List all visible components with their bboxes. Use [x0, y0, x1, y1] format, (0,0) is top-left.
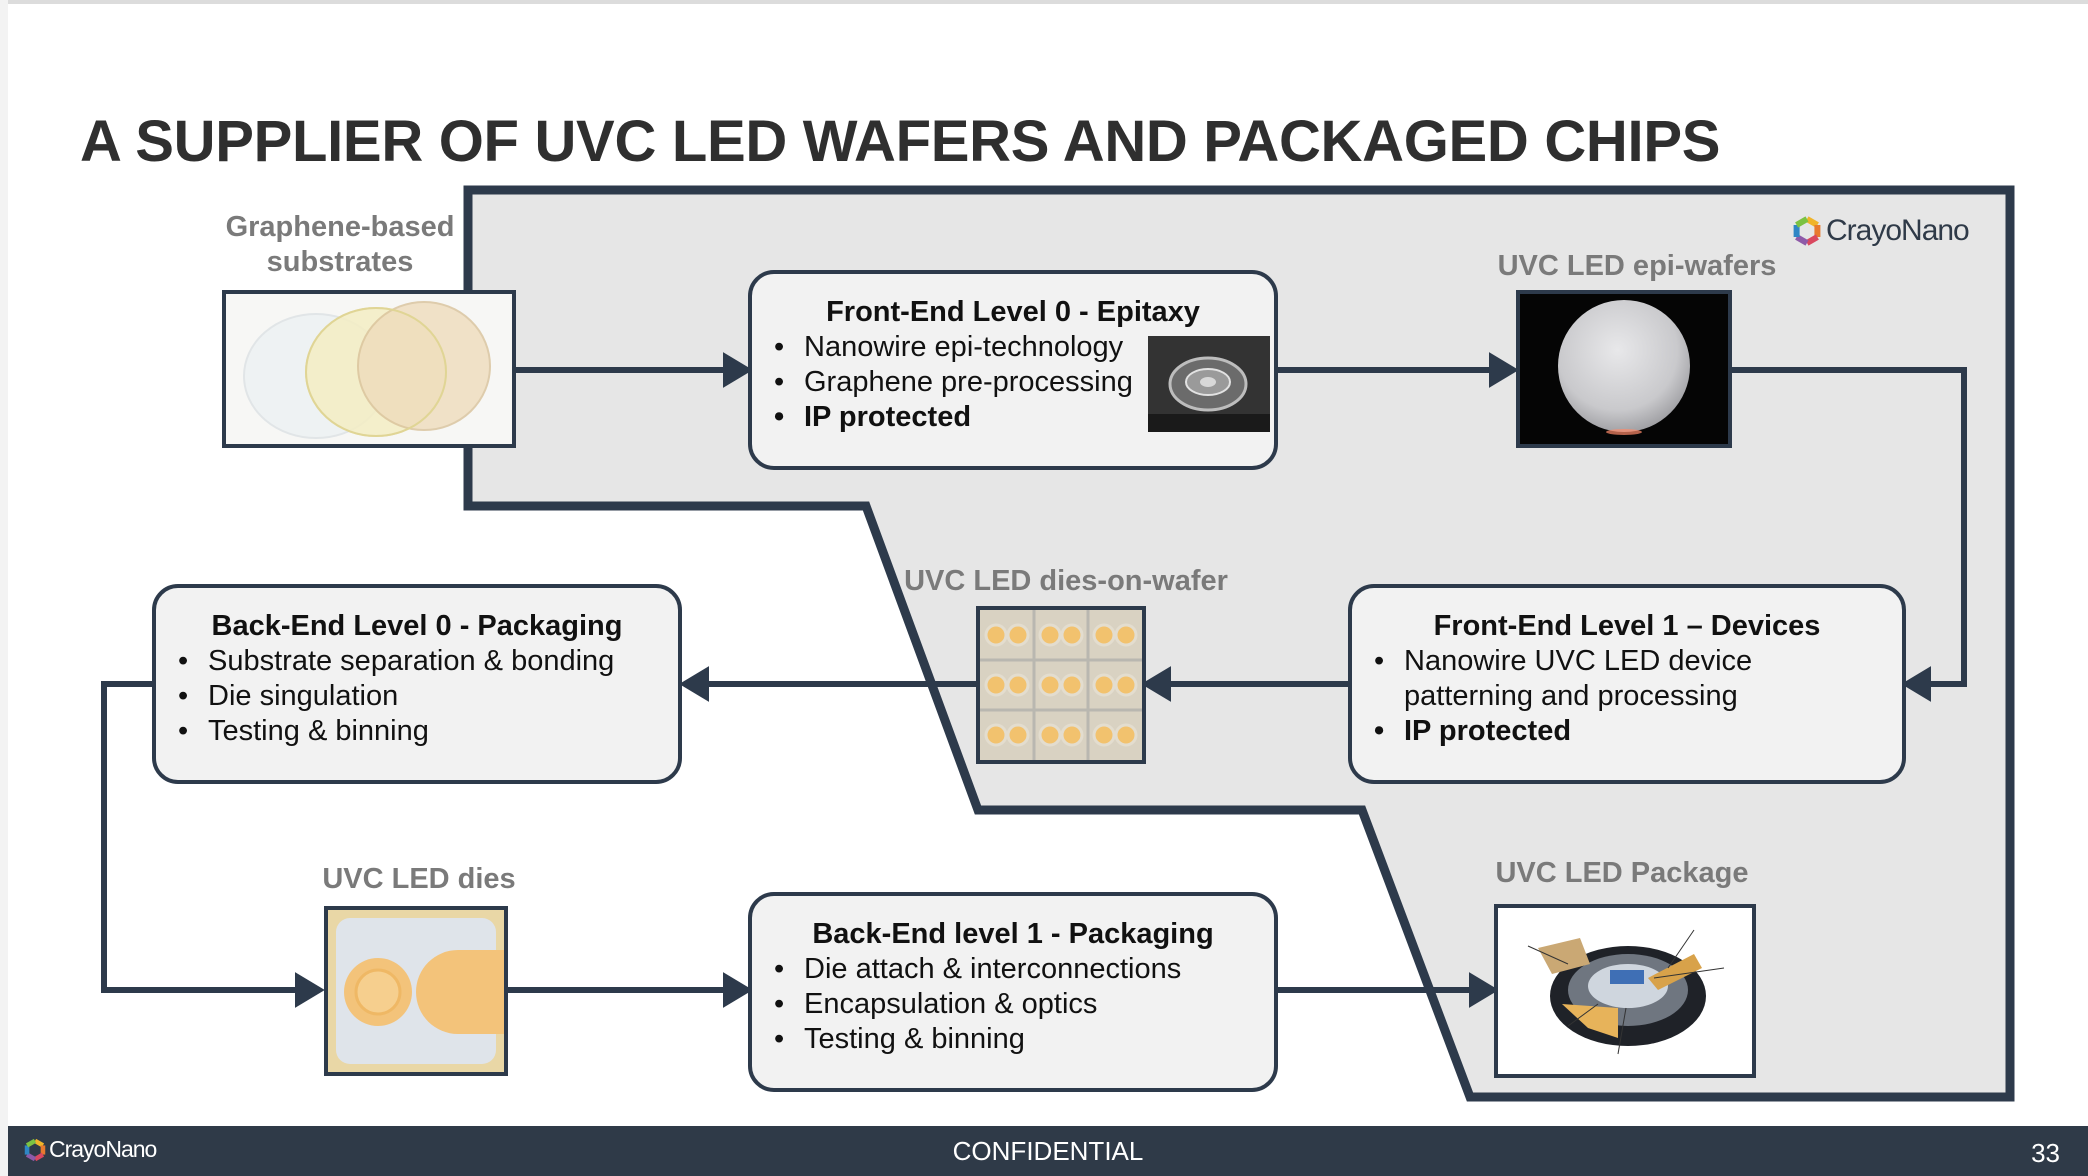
fe1-item-ip: IP protected [1366, 714, 1888, 749]
fe1-title: Front-End Level 1 – Devices [1433, 610, 1821, 642]
fe0-list: Nanowire epi-technology Graphene pre-pro… [766, 330, 1260, 435]
arrow-epiwafers-to-fe1 [1732, 367, 1967, 702]
page-title: A SUPPLIER OF UVC LED WAFERS AND PACKAGE… [80, 109, 1721, 174]
be1-item: Encapsulation & optics [766, 987, 1260, 1022]
fe0-item-ip: IP protected [766, 400, 1260, 435]
fe0-item: Nanowire epi-technology [766, 330, 1260, 365]
box-back-end-level-1: Back-End level 1 - Packaging Die attach … [748, 892, 1278, 1092]
label-dies-on-wafer: UVC LED dies-on-wafer [904, 565, 1228, 597]
label-epi-wafers: UVC LED epi-wafers [1497, 250, 1777, 282]
be0-list: Substrate separation & bonding Die singu… [170, 644, 664, 749]
box-back-end-level-0: Back-End Level 0 - Packaging Substrate s… [152, 584, 682, 784]
left-edge [0, 0, 8, 1176]
crayonano-logo-icon [1793, 216, 1821, 246]
epitaxy-reactor-image [1148, 336, 1270, 432]
footer-brand-name: CrayoNano [49, 1136, 157, 1162]
dies-on-wafer-image [976, 606, 1146, 764]
be0-item: Die singulation [170, 679, 664, 714]
be1-title: Back-End level 1 - Packaging [812, 918, 1214, 950]
fe1-list: Nanowire UVC LED device patterning and p… [1366, 644, 1888, 749]
brand-name: CrayoNano [1826, 214, 1970, 247]
fe1-item: Nanowire UVC LED device patterning and p… [1366, 644, 1784, 714]
label-uvc-led-package: UVC LED Package [1495, 857, 1749, 889]
crayonano-logo-icon [24, 1138, 46, 1161]
page-number: 33 [2031, 1138, 2060, 1168]
be1-item: Die attach & interconnections [766, 952, 1260, 987]
fe0-item: Graphene pre-processing [766, 365, 1260, 400]
be1-item: Testing & binning [766, 1022, 1260, 1057]
be1-list: Die attach & interconnections Encapsulat… [766, 952, 1260, 1057]
footer-bar: CrayoNano CONFIDENTIAL 33 [8, 1126, 2088, 1176]
uvc-led-package-image [1494, 904, 1756, 1078]
fe0-title: Front-End Level 0 - Epitaxy [826, 296, 1200, 328]
brand-logo: CrayoNano [1790, 214, 1970, 248]
label-graphene-substrates: Graphene-based substrates [225, 211, 455, 278]
box-front-end-level-0: Front-End Level 0 - Epitaxy Nanowire epi… [748, 270, 1278, 470]
be0-item: Testing & binning [170, 714, 664, 749]
footer-brand-logo: CrayoNano [22, 1136, 157, 1163]
box-front-end-level-1: Front-End Level 1 – Devices Nanowire UVC… [1348, 584, 1906, 784]
arrow-be0-to-dies [101, 681, 325, 1008]
uvc-led-die-image [324, 906, 508, 1076]
be0-title: Back-End Level 0 - Packaging [211, 610, 623, 642]
be0-item: Substrate separation & bonding [170, 644, 664, 679]
confidential-label: CONFIDENTIAL [952, 1136, 1144, 1166]
top-border [0, 0, 2088, 4]
label-uvc-led-dies: UVC LED dies [322, 863, 516, 895]
epi-wafer-image [1516, 290, 1732, 448]
graphene-substrates-image [222, 290, 516, 448]
